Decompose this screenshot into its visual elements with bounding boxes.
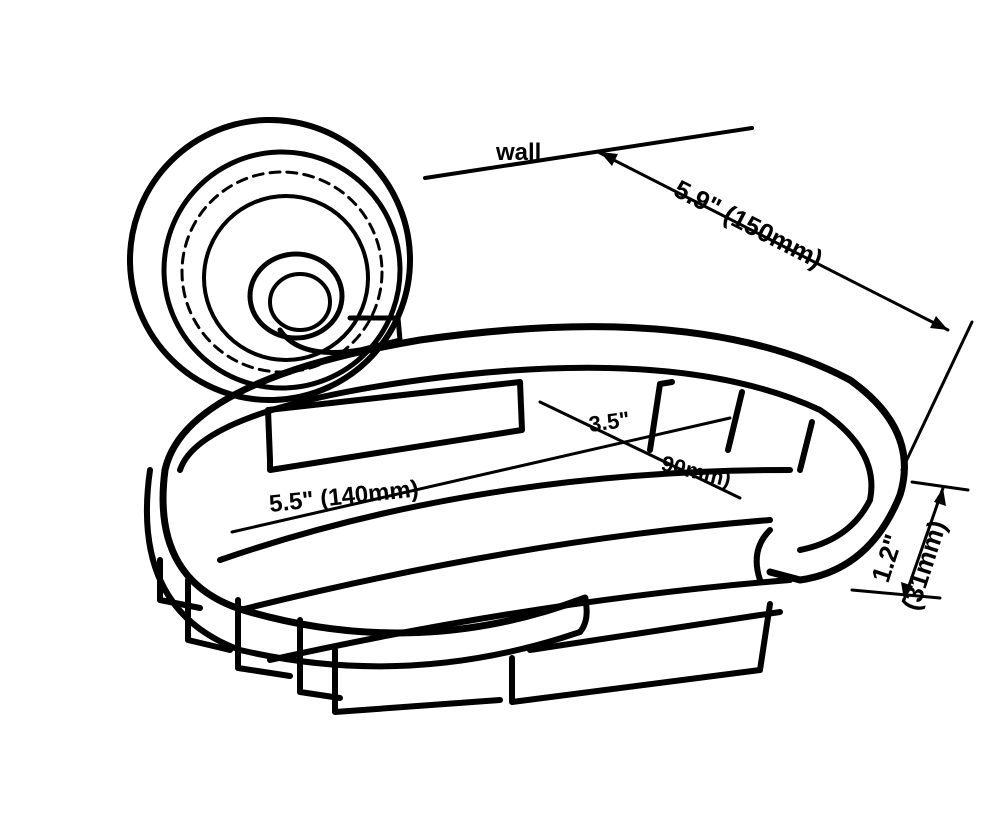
inner-depth-dimension	[538, 400, 742, 500]
depth-label: 5.9" (150mm)	[669, 174, 828, 275]
inner-depth-label-in: 3.5"	[587, 406, 631, 436]
height-dimension	[850, 480, 970, 602]
wire-basket	[157, 379, 815, 715]
width-dimension	[230, 416, 732, 534]
ring-holder	[144, 323, 908, 670]
depth-dimension	[596, 150, 974, 472]
height-label-mm: (31mm)	[895, 517, 952, 614]
wall-mount-rosette	[127, 117, 413, 403]
wall-label: wall	[495, 139, 541, 166]
wall-line	[423, 126, 754, 180]
